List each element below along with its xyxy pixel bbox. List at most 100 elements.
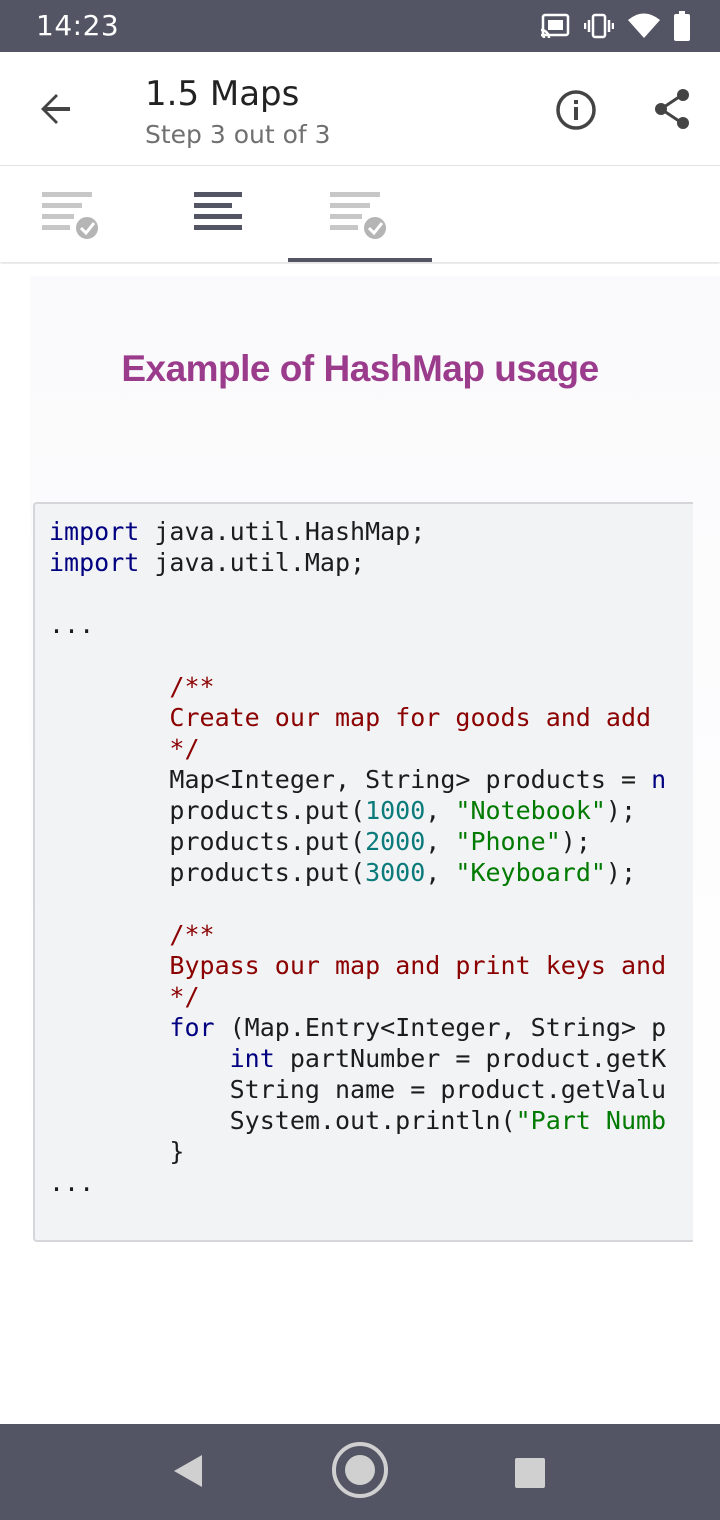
code-token: for [169,1013,215,1042]
code-text: import java.util.HashMap;import java.uti… [49,516,666,1198]
code-line [49,888,666,919]
status-icons [540,10,690,42]
battery-icon [674,11,690,41]
code-token: ); [560,827,591,856]
code-token: n [651,765,667,794]
code-token: products.put( [49,858,366,887]
code-line: } [49,1136,666,1167]
code-line: System.out.println("Part Numb [49,1105,667,1136]
nav-home-icon [332,1442,388,1498]
code-token: java.util.HashMap; [139,517,426,546]
code-token: } [49,1137,185,1166]
code-token: ... [49,1168,95,1197]
code-token [49,920,169,949]
code-token: Create our map for goods and add [169,703,652,732]
cast-icon [540,13,570,39]
code-line: /** [49,919,666,950]
step-tabs [0,166,720,262]
code-line: import java.util.Map; [49,547,666,578]
code-token: String name = product.getValu [49,1075,667,1104]
code-token: 2000 [365,827,426,856]
code-token: (Map.Entry<Integer, String> p [214,1013,667,1042]
code-token: ); [605,858,637,887]
step-tab-3[interactable] [288,166,432,262]
code-line: Map<Integer, String> products = n [49,764,666,795]
info-button[interactable] [553,87,599,133]
code-token: import [49,548,140,577]
code-token [49,672,169,701]
wifi-icon [628,13,660,38]
code-line: products.put(2000, "Phone"); [49,826,666,857]
share-icon [655,89,689,129]
text-lines-icon [194,192,242,230]
code-token: products.put( [49,827,366,856]
share-button[interactable] [649,87,695,133]
code-token: Map<Integer, String> products = [49,765,652,794]
code-token: import [49,517,140,546]
code-line: /** [49,671,666,702]
back-arrow-icon [41,94,70,124]
code-token: */ [169,982,200,1011]
nav-recents-button[interactable] [514,1457,546,1494]
code-line: int partNumber = product.getK [49,1043,667,1074]
code-line: */ [49,733,666,764]
code-token: ); [605,796,637,825]
code-token: /** [169,672,215,701]
code-line: products.put(1000, "Notebook"); [49,795,666,826]
status-bar: 14:23 [0,0,720,52]
code-token [49,703,169,732]
code-line: ... [49,609,666,640]
code-token: System.out.println( [49,1106,516,1135]
code-token: ... [49,610,95,639]
code-token [49,1013,169,1042]
code-token: "Keyboard" [455,858,606,887]
code-token: 3000 [365,858,426,887]
info-icon [556,90,596,130]
code-line: */ [49,981,666,1012]
code-token: "Part Numb [515,1106,667,1135]
app-header: 1.5 Maps Step 3 out of 3 [0,52,720,166]
code-token [49,734,169,763]
code-token: "Notebook" [455,796,606,825]
code-line: for (Map.Entry<Integer, String> p [49,1012,666,1043]
vibrate-icon [584,13,614,39]
code-token: Bypass our map and print keys and [169,951,667,980]
step-tab-2[interactable] [144,166,288,262]
system-nav-bar [0,1424,720,1520]
selected-tab-indicator [288,258,432,262]
code-line: String name = product.getValu [49,1074,667,1105]
code-line: Bypass our map and print keys and [49,950,666,981]
text-check-icon [42,192,100,241]
code-block[interactable]: import java.util.HashMap;import java.uti… [33,502,693,1242]
step-indicator-text: Step 3 out of 3 [145,120,331,149]
code-token: , [425,796,456,825]
code-line: Create our map for goods and add [49,702,666,733]
nav-back-icon [174,1455,202,1487]
page-title: 1.5 Maps [145,74,300,114]
code-token [49,951,169,980]
code-token: , [425,858,456,887]
code-token: 1000 [365,796,426,825]
lesson-heading: Example of HashMap usage [121,348,599,389]
back-button[interactable] [34,87,78,131]
code-token: products.put( [49,796,366,825]
nav-home-button[interactable] [331,1441,389,1504]
code-token: int [229,1044,275,1073]
nav-recents-icon [515,1458,545,1488]
code-token: */ [169,734,200,763]
code-token: java.util.Map; [139,548,366,577]
code-line: import java.util.HashMap; [49,516,666,547]
code-token [49,1044,230,1073]
code-token: "Phone" [455,827,561,856]
code-line [49,640,666,671]
code-line: ... [49,1167,666,1198]
step-tab-1[interactable] [0,166,144,262]
nav-back-button[interactable] [170,1452,206,1495]
code-line [49,578,666,609]
status-time: 14:23 [36,9,120,42]
code-token: /** [169,920,215,949]
code-token: , [425,827,456,856]
code-token: partNumber = product.getK [274,1044,667,1073]
code-line: products.put(3000, "Keyboard"); [49,857,666,888]
code-token [49,982,169,1011]
